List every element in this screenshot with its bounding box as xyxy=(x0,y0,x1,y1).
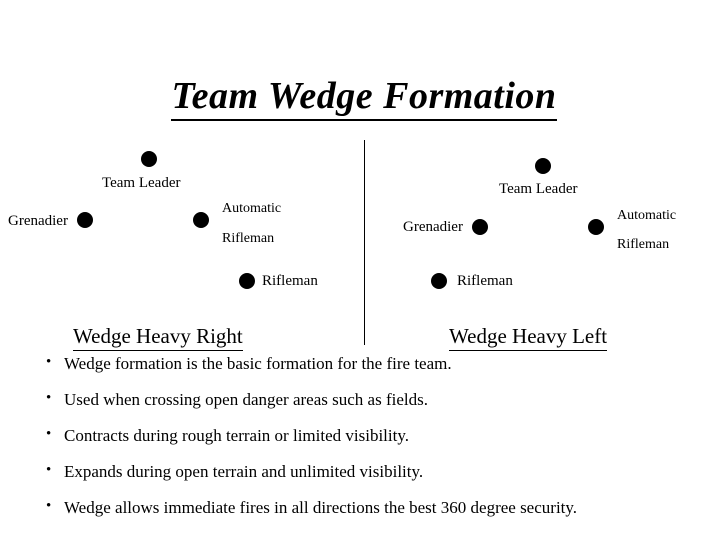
bullet-item: Used when crossing open danger areas suc… xyxy=(44,389,704,409)
label-automatic-left: Automatic xyxy=(222,201,282,216)
marker-team-leader-right xyxy=(535,158,551,174)
label-automatic-rifleman-right: Rifleman xyxy=(617,237,670,252)
bullet-item: Contracts during rough terrain or limite… xyxy=(44,425,704,445)
label-automatic-right: Automatic xyxy=(617,208,677,223)
marker-grenadier-left xyxy=(77,212,93,228)
marker-rifleman-right xyxy=(431,273,447,289)
caption-wedge-heavy-left-text: Wedge Heavy Left xyxy=(449,324,608,351)
label-grenadier-right: Grenadier xyxy=(403,219,463,235)
label-rifleman-right: Rifleman xyxy=(457,273,513,289)
marker-team-leader-left xyxy=(141,151,157,167)
label-rifleman-left: Rifleman xyxy=(262,273,318,289)
marker-grenadier-right xyxy=(472,219,488,235)
caption-wedge-heavy-right-text: Wedge Heavy Right xyxy=(73,324,243,351)
bullet-list: Wedge formation is the basic formation f… xyxy=(44,353,704,534)
marker-rifleman-left xyxy=(239,273,255,289)
marker-automatic-rifleman-left xyxy=(193,212,209,228)
label-team-leader-left: Team Leader xyxy=(102,175,181,191)
label-automatic-rifleman-left: Rifleman xyxy=(222,231,275,246)
bullet-item: Wedge allows immediate fires in all dire… xyxy=(44,497,704,517)
page-title: Team Wedge Formation xyxy=(0,74,728,121)
label-team-leader-right: Team Leader xyxy=(499,181,578,197)
bullet-item: Expands during open terrain and unlimite… xyxy=(44,461,704,481)
page-title-text: Team Wedge Formation xyxy=(171,75,557,121)
bullet-item: Wedge formation is the basic formation f… xyxy=(44,353,704,373)
label-grenadier-left: Grenadier xyxy=(8,213,68,229)
caption-wedge-heavy-right: Wedge Heavy Right xyxy=(73,324,243,351)
marker-automatic-rifleman-right xyxy=(588,219,604,235)
vertical-divider xyxy=(364,140,365,345)
caption-wedge-heavy-left: Wedge Heavy Left xyxy=(449,324,608,351)
